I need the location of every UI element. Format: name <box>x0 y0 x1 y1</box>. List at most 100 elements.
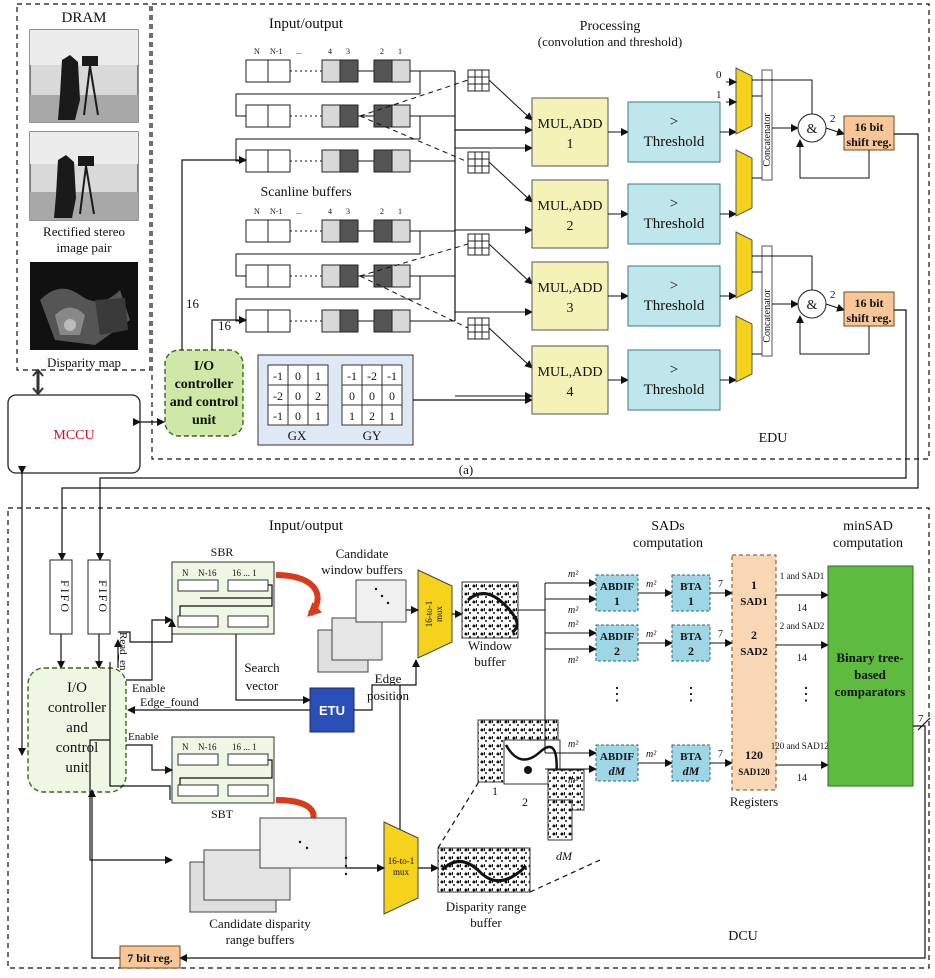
cand-disp-1: Candidate disparity <box>209 916 311 931</box>
select-mux-4 <box>736 316 752 382</box>
concatenator-label: Concatenator <box>762 113 773 167</box>
disp-idx-dm: dM <box>556 849 573 863</box>
scanline-label: Scanline buffers <box>260 185 351 200</box>
buf-dots: ... <box>296 47 302 56</box>
comparator-3: comparators <box>835 684 906 699</box>
sbt-n: N <box>182 742 189 752</box>
registers-label: Registers <box>730 794 778 809</box>
kernel-cell: 1 <box>389 409 395 423</box>
mul-add-1: MUL,ADD1 <box>532 98 608 166</box>
mux-top: 16-to-1 mux <box>418 570 452 658</box>
edge-position-2: position <box>367 688 409 703</box>
m2-label: m² <box>646 579 657 590</box>
io-title-bottom: Input/output <box>269 518 344 534</box>
mul-add-2: MUL,ADD2 <box>532 180 608 248</box>
sbt-label: SBT <box>211 807 234 821</box>
sbt-161: 16 ... 1 <box>232 742 257 752</box>
sad-reg-name: SAD120 <box>738 767 770 777</box>
wire-7: 7 <box>718 629 723 640</box>
sad-reg-num: 1 <box>751 578 757 592</box>
window-buffer-img <box>462 582 518 638</box>
wire-7: 7 <box>718 579 723 590</box>
reg7-label: 7 bit reg. <box>127 951 172 965</box>
buf-2: 2 <box>380 207 384 216</box>
kernel-cell: 1 <box>315 369 321 383</box>
shift-buffer-row <box>246 150 455 172</box>
mux-top-l2: mux <box>434 606 444 623</box>
abdif-index: 1 <box>614 594 620 608</box>
mccu-label: MCCU <box>53 428 94 443</box>
m2-label: m² <box>568 739 579 750</box>
threshold-label: Threshold <box>644 382 705 398</box>
select-mux-3 <box>736 232 752 298</box>
io-ctrl-top-l1: I/O <box>194 359 214 374</box>
m2-label: m² <box>568 605 579 616</box>
sad-reg-num: 2 <box>751 628 757 642</box>
dcu-label: DCU <box>728 929 758 944</box>
kernel-cell: -1 <box>347 369 357 383</box>
mux-bottom: 16-to-1 mux <box>384 822 418 914</box>
threshold-symbol: > <box>670 196 678 212</box>
io-ctrl-bot-l4: control <box>56 740 99 756</box>
kernel-cell: 2 <box>369 409 375 423</box>
io-ctrl-top-l2: controller <box>175 377 234 392</box>
disparity-range-buffer-img <box>438 848 530 892</box>
mul-add-index: 1 <box>567 137 574 152</box>
read-en-label: Read_en <box>117 632 129 671</box>
kernel-cell: -1 <box>387 369 397 383</box>
io-ctrl-bot-l3: and <box>66 720 88 736</box>
edge-position-1: Edge <box>375 671 402 686</box>
sad-pair-label: 2 and SAD2 <box>780 621 825 631</box>
candidate-window-stack <box>318 580 406 672</box>
search-vector-1: Search <box>244 660 280 675</box>
abdif-label: ABDIF <box>600 581 635 593</box>
threshold-label: Threshold <box>644 216 705 232</box>
sad-reg-name: SAD1 <box>740 596 768 608</box>
fifo-left: FIFO <box>50 560 72 634</box>
buf-n1: N-1 <box>270 47 282 56</box>
wire-14: 14 <box>797 773 807 784</box>
abdif-index: 2 <box>614 644 620 658</box>
gx-label: GX <box>288 428 307 443</box>
threshold-symbol: > <box>670 114 678 130</box>
threshold-label: Threshold <box>644 134 705 150</box>
mux-bot-l1: 16-to-1 <box>388 856 415 866</box>
window-buffer-1: Window <box>468 638 513 653</box>
buf-3: 3 <box>346 47 350 56</box>
shift-reg-line1: 16 bit <box>854 120 883 134</box>
mul-add-label: MUL,ADD <box>538 365 603 380</box>
mul-add-index: 4 <box>567 385 574 400</box>
buf-2: 2 <box>380 47 384 56</box>
comparator-2: based <box>854 667 887 682</box>
comp-out-7: 7 <box>918 713 924 725</box>
window-3x3-icon <box>468 152 489 173</box>
dram-label: DRAM <box>61 10 106 26</box>
threshold-symbol: > <box>670 278 678 294</box>
processing-title-1: Processing <box>580 19 641 34</box>
threshold-4: >Threshold <box>628 350 720 410</box>
disp-range-1: Disparity range <box>446 899 527 914</box>
buf-1: 1 <box>398 207 402 216</box>
shift-reg-line2: shift reg. <box>846 311 891 325</box>
candidate-disparity-stack <box>190 818 347 912</box>
io-ctrl-bot-l2: controller <box>48 700 106 716</box>
kernel-cell: 0 <box>349 389 355 403</box>
sbt-block: N N-16 16 ... 1 SBT <box>172 737 274 821</box>
sbr-red-arrow <box>276 575 318 614</box>
shift-buffer-row <box>246 310 455 332</box>
buf-1: 1 <box>398 47 402 56</box>
concatenator-label: Concatenator <box>762 289 773 343</box>
and-symbol: & <box>807 298 818 313</box>
m2-label: m² <box>646 749 657 760</box>
bta-index: dM <box>683 764 700 778</box>
io-ctrl-bot-l5: unit <box>65 760 89 776</box>
wire-2: 2 <box>830 289 836 301</box>
concat-and-shift: Concatenator &2 16 bit shift reg. Concatenat… <box>752 70 894 356</box>
sads-title-1: SADs <box>651 519 684 534</box>
bta-index: 1 <box>688 594 694 608</box>
sad-pair-label: 1 and SAD1 <box>780 571 825 581</box>
wire-14: 14 <box>797 603 807 614</box>
caption-a: (a) <box>459 462 473 477</box>
